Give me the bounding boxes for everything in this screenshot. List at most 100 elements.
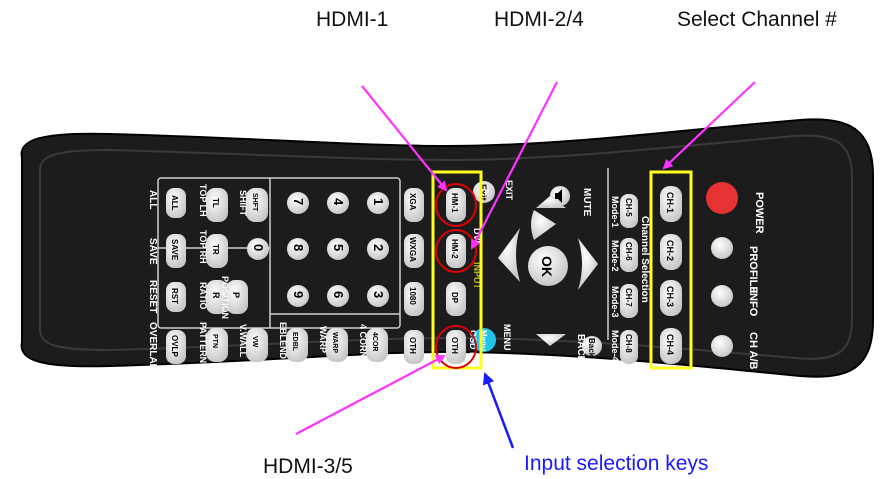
format-oth-key[interactable]: OTH — [404, 330, 424, 364]
key-2[interactable]: 2 — [367, 238, 389, 260]
nav-side-button[interactable] — [578, 238, 598, 290]
svg-text:CH-5: CH-5 — [624, 198, 633, 217]
ovlp-key[interactable]: OVLP — [166, 330, 186, 364]
mute-icon — [555, 189, 562, 203]
shft-key[interactable]: SHFT — [246, 188, 268, 222]
power-label: POWER — [753, 192, 765, 234]
hdmi35-callout-label: HDMI-3/5 — [263, 455, 353, 478]
svg-text:0: 0 — [251, 244, 266, 251]
menu-key[interactable]: Menu — [472, 328, 496, 352]
info-button[interactable] — [711, 285, 733, 307]
ok-button[interactable]: OK — [528, 246, 568, 286]
svg-text:OTH: OTH — [408, 337, 417, 354]
hdmi35-arrow — [295, 355, 446, 435]
profile-label: PROFILE — [747, 246, 759, 294]
key-3[interactable]: 3 — [367, 285, 389, 307]
hm2-key[interactable]: HM-2 — [446, 234, 466, 268]
nav-up-button[interactable] — [531, 210, 556, 240]
key-1[interactable]: 1 — [367, 192, 389, 214]
warp-key[interactable]: WARP — [326, 328, 348, 362]
tl-key[interactable]: TL — [206, 188, 228, 222]
wxga-key[interactable]: WXGA — [404, 234, 424, 268]
pattern-label: PATTERN — [198, 322, 208, 363]
svg-text:CH-3: CH-3 — [665, 286, 675, 307]
svg-text:R: R — [211, 292, 221, 299]
1080-key[interactable]: 1080 — [404, 282, 424, 316]
svg-text:1: 1 — [371, 198, 386, 205]
4cor-key[interactable]: 4COR — [366, 328, 388, 362]
key-7[interactable]: 7 — [287, 192, 309, 214]
nav-left-button[interactable] — [536, 196, 566, 208]
back-key[interactable]: Back — [582, 336, 602, 358]
key-6[interactable]: 6 — [327, 285, 349, 307]
ch2-key[interactable]: CH-2 — [660, 234, 682, 270]
dp-key[interactable]: DP — [446, 282, 466, 316]
ptn-key[interactable]: PTN — [206, 328, 228, 362]
key-0[interactable]: 0 — [247, 238, 269, 260]
top-rh-label: TOP RH — [198, 230, 208, 264]
mode-keys: CH-5 CH-6 CH-7 CH-8 — [620, 194, 638, 364]
exit-label: EXIT — [504, 180, 514, 201]
info-label: INFO — [747, 290, 759, 317]
hdmi1-callout-label: HDMI-1 — [316, 8, 389, 31]
input-label: INPUT — [472, 262, 482, 290]
4corn-label: 4 CORN — [358, 324, 368, 358]
svg-text:5: 5 — [331, 244, 346, 251]
key-5[interactable]: 5 — [327, 238, 349, 260]
mute-label: MUTE — [581, 188, 592, 217]
svg-text:TR: TR — [211, 244, 220, 255]
ch7-key[interactable]: CH-7 — [620, 284, 638, 318]
function-keys: 4COR WARP EDBL VW PTN P R TR TL SHFT — [206, 188, 388, 362]
ch6-key[interactable]: CH-6 — [620, 238, 638, 272]
channel-keys-highlight — [649, 170, 693, 370]
rst-key[interactable]: RST — [166, 282, 186, 312]
ch8-key[interactable]: CH-8 — [620, 330, 638, 364]
power-button[interactable] — [706, 182, 738, 214]
p-key[interactable]: P — [226, 280, 248, 314]
save-key[interactable]: SAVE — [166, 234, 186, 268]
svg-text:WARP: WARP — [331, 332, 338, 353]
svg-text:6: 6 — [331, 291, 346, 298]
key-8[interactable]: 8 — [287, 238, 309, 260]
svg-text:Exit: Exit — [478, 184, 488, 201]
exit-key[interactable]: Exit — [473, 181, 495, 203]
svg-text:CH-4: CH-4 — [665, 334, 675, 355]
svg-text:Back: Back — [587, 338, 596, 358]
input-selection-callout-label: Input selection keys — [524, 452, 709, 475]
svg-text:XGA: XGA — [408, 193, 417, 211]
mode2-label: Mode-2 — [610, 240, 620, 272]
format-keys: XGA WXGA 1080 OTH — [404, 188, 424, 364]
ch5-key[interactable]: CH-5 — [620, 194, 638, 228]
key-4[interactable]: 4 — [327, 192, 349, 214]
svg-text:VW: VW — [251, 336, 258, 348]
channel-selection-label: Channel Selection — [639, 216, 650, 303]
svg-text:OVLP: OVLP — [170, 335, 179, 357]
svg-text:HM-1: HM-1 — [450, 193, 459, 213]
svg-text:8: 8 — [291, 244, 306, 251]
key-9[interactable]: 9 — [287, 285, 309, 307]
ratio-label: RATIO — [198, 282, 208, 309]
ch4-key[interactable]: CH-4 — [660, 328, 682, 364]
svg-text:CH-2: CH-2 — [665, 240, 675, 261]
mode4-label: Mode-4 — [610, 330, 620, 362]
hdmi-oth-key[interactable]: OTH — [446, 330, 466, 364]
xga-key[interactable]: XGA — [404, 188, 424, 222]
ch1-key[interactable]: CH-1 — [660, 186, 682, 222]
nav-down-button[interactable] — [498, 228, 520, 282]
r-key[interactable]: R — [206, 280, 228, 314]
nav-right-button[interactable] — [536, 334, 566, 346]
hdmi2-highlight-circle — [435, 229, 477, 273]
svg-text:HM-2: HM-2 — [450, 239, 459, 259]
edbl-key[interactable]: EDBL — [286, 328, 308, 362]
vw-key[interactable]: VW — [246, 328, 268, 362]
profile-button[interactable] — [711, 237, 733, 259]
ch-ab-button[interactable] — [711, 335, 733, 357]
hm1-key[interactable]: HM-1 — [446, 188, 466, 222]
ch-ab-label: CH A/B — [747, 332, 759, 370]
svg-text:DP: DP — [450, 292, 459, 304]
tr-key[interactable]: TR — [206, 234, 228, 268]
svg-text:4COR: 4COR — [371, 332, 378, 351]
all-key[interactable]: ALL — [166, 188, 186, 218]
ch3-key[interactable]: CH-3 — [660, 280, 682, 316]
